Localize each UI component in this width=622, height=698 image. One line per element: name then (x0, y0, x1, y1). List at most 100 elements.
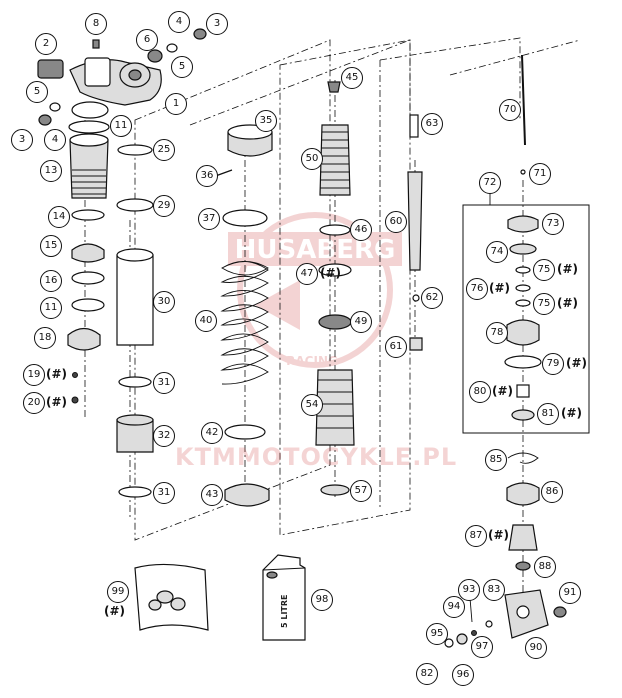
callout-part-2[interactable]: 2 (35, 33, 57, 55)
note-79: (#) (566, 356, 588, 370)
note-47: (#) (320, 266, 342, 280)
callout-part-3a[interactable]: 3 (206, 13, 228, 35)
note-20: (#) (46, 395, 68, 409)
note-87: (#) (488, 528, 510, 542)
callout-part-61[interactable]: 61 (385, 336, 407, 358)
callout-part-91[interactable]: 91 (559, 582, 581, 604)
note-81: (#) (561, 406, 583, 420)
callout-part-13[interactable]: 13 (40, 160, 62, 182)
callout-part-3b[interactable]: 3 (11, 129, 33, 151)
callout-part-88[interactable]: 88 (534, 556, 556, 578)
left-column-parts (67, 120, 110, 404)
callout-part-71[interactable]: 71 (529, 163, 551, 185)
oil-can (262, 554, 306, 641)
callout-part-97[interactable]: 97 (471, 636, 493, 658)
callout-part-98[interactable]: 98 (311, 589, 333, 611)
callout-part-29[interactable]: 29 (153, 195, 175, 217)
callout-part-11a[interactable]: 11 (110, 115, 132, 137)
callout-part-76[interactable]: 76 (466, 278, 488, 300)
frame-piston-group (279, 39, 411, 536)
callout-part-81[interactable]: 81 (537, 403, 559, 425)
callout-part-31a[interactable]: 31 (153, 372, 175, 394)
callout-part-43[interactable]: 43 (201, 484, 223, 506)
callout-part-80[interactable]: 80 (469, 381, 491, 403)
watermark-logo: HUSABERG RACING (228, 212, 402, 368)
callout-part-16[interactable]: 16 (40, 270, 62, 292)
callout-part-94[interactable]: 94 (443, 596, 465, 618)
frame-spring-group (134, 39, 331, 541)
callout-part-19[interactable]: 19 (23, 364, 45, 386)
callout-part-1[interactable]: 1 (165, 93, 187, 115)
callout-part-11b[interactable]: 11 (40, 297, 62, 319)
callout-part-86[interactable]: 86 (541, 481, 563, 503)
callout-part-57[interactable]: 57 (350, 480, 372, 502)
callout-part-75b[interactable]: 75 (533, 293, 555, 315)
frame-top-connector (189, 39, 411, 130)
callout-part-74[interactable]: 74 (486, 241, 508, 263)
callout-part-75a[interactable]: 75 (533, 259, 555, 281)
note-76: (#) (489, 281, 511, 295)
callout-part-47[interactable]: 47 (296, 263, 318, 285)
callout-part-30[interactable]: 30 (153, 291, 175, 313)
callout-part-49[interactable]: 49 (350, 311, 372, 333)
note-19: (#) (46, 367, 68, 381)
note-75b: (#) (557, 296, 579, 310)
callout-part-8[interactable]: 8 (85, 13, 107, 35)
spring-group-parts (209, 124, 273, 507)
frame-rod-connector (379, 37, 521, 120)
callout-part-99[interactable]: 99 (107, 581, 129, 603)
callout-part-62[interactable]: 62 (421, 287, 443, 309)
callout-part-96[interactable]: 96 (452, 664, 474, 686)
parts-bag (134, 563, 209, 631)
callout-part-93[interactable]: 93 (458, 579, 480, 601)
callout-part-40[interactable]: 40 (195, 310, 217, 332)
callout-part-95[interactable]: 95 (426, 623, 448, 645)
callout-part-78[interactable]: 78 (486, 322, 508, 344)
callout-part-20[interactable]: 20 (23, 392, 45, 414)
callout-part-37[interactable]: 37 (198, 208, 220, 230)
piston-group-parts (315, 81, 423, 496)
callout-part-6[interactable]: 6 (136, 29, 158, 51)
reservoir-column-parts (116, 144, 154, 498)
watermark-logo-line-1: HUSABERG (235, 235, 396, 265)
callout-part-32[interactable]: 32 (153, 425, 175, 447)
frame-right-top (449, 39, 581, 76)
note-99: (#) (104, 604, 126, 618)
watermark-url: KTMMOTOCYKLE.PL (175, 443, 458, 471)
callout-part-90[interactable]: 90 (525, 637, 547, 659)
callout-part-31b[interactable]: 31 (153, 482, 175, 504)
callout-part-60[interactable]: 60 (385, 211, 407, 233)
callout-part-70[interactable]: 70 (499, 99, 521, 121)
callout-part-15[interactable]: 15 (40, 235, 62, 257)
callout-part-50[interactable]: 50 (301, 148, 323, 170)
callout-part-14[interactable]: 14 (48, 206, 70, 228)
callout-part-63[interactable]: 63 (421, 113, 443, 135)
callout-part-5b[interactable]: 5 (171, 56, 193, 78)
watermark-logo-line-2: RACING (286, 354, 338, 368)
callout-part-54[interactable]: 54 (301, 394, 323, 416)
callout-part-83[interactable]: 83 (483, 579, 505, 601)
callout-part-5a[interactable]: 5 (26, 81, 48, 103)
callout-part-18[interactable]: 18 (34, 327, 56, 349)
callout-part-25[interactable]: 25 (153, 139, 175, 161)
callout-part-4b[interactable]: 4 (44, 129, 66, 151)
callout-part-87[interactable]: 87 (465, 525, 487, 547)
callout-part-35[interactable]: 35 (255, 110, 277, 132)
note-75a: (#) (557, 262, 579, 276)
callout-part-79[interactable]: 79 (542, 353, 564, 375)
callout-part-72[interactable]: 72 (479, 172, 501, 194)
callout-part-45[interactable]: 45 (341, 67, 363, 89)
callout-part-85[interactable]: 85 (485, 449, 507, 471)
shock-head-assembly (37, 21, 218, 126)
callout-part-82[interactable]: 82 (416, 663, 438, 685)
valve-column-parts (444, 54, 567, 648)
callout-part-42[interactable]: 42 (201, 422, 223, 444)
valve-assembly-box (462, 204, 590, 434)
callout-part-73[interactable]: 73 (542, 213, 564, 235)
callout-part-36[interactable]: 36 (196, 165, 218, 187)
callout-part-46[interactable]: 46 (350, 219, 372, 241)
callout-part-4a[interactable]: 4 (168, 11, 190, 33)
note-80: (#) (492, 384, 514, 398)
